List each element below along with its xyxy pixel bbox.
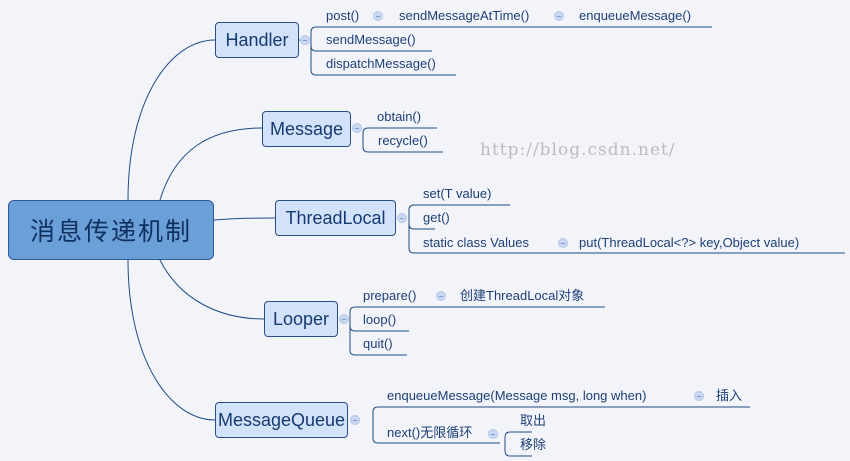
node-looper[interactable]: Looper — [264, 301, 338, 337]
collapse-icon[interactable] — [558, 238, 568, 248]
collapse-icon[interactable] — [339, 314, 349, 324]
leaf-loop[interactable]: loop() — [363, 312, 397, 327]
connector-handler — [127, 39, 216, 201]
node-message[interactable]: Message — [262, 111, 351, 147]
collapse-icon[interactable] — [350, 415, 360, 425]
collapse-icon[interactable] — [488, 429, 498, 439]
collapse-icon[interactable] — [554, 11, 564, 21]
leaf-set[interactable]: set(T value) — [423, 186, 492, 201]
leaf-obtain[interactable]: obtain() — [377, 109, 422, 124]
leaf-static-class-values[interactable]: static class Values — [423, 235, 529, 250]
leaf-create-threadlocal[interactable]: 创建ThreadLocal对象 — [460, 288, 585, 303]
leaf-sendmessage[interactable]: sendMessage() — [326, 32, 416, 47]
node-handler[interactable]: Handler — [215, 22, 299, 58]
leaf-put[interactable]: put(ThreadLocal<?> key,Object value) — [579, 235, 800, 250]
leaf-dispatchmessage[interactable]: dispatchMessage() — [326, 56, 436, 71]
leaf-remove[interactable]: 移除 — [520, 437, 547, 452]
root-node[interactable]: 消息传递机制 — [8, 200, 214, 260]
connector-message — [159, 127, 263, 201]
leaf-sendmessageattime[interactable]: sendMessageAtTime() — [399, 8, 530, 23]
leaf-insert[interactable]: 插入 — [716, 388, 743, 403]
collapse-icon[interactable] — [373, 11, 383, 21]
leaf-post[interactable]: post() — [326, 8, 360, 23]
collapse-icon[interactable] — [300, 35, 310, 45]
collapse-icon[interactable] — [436, 291, 446, 301]
leaf-next[interactable]: next()无限循环 — [387, 425, 473, 440]
leaf-prepare[interactable]: prepare() — [363, 288, 417, 303]
leaf-recycle[interactable]: recycle() — [378, 133, 428, 148]
collapse-icon[interactable] — [694, 391, 704, 401]
collapse-icon[interactable] — [352, 123, 362, 133]
node-threadlocal[interactable]: ThreadLocal — [275, 200, 396, 236]
leaf-enqueuemessage[interactable]: enqueueMessage() — [579, 8, 692, 23]
leaf-get[interactable]: get() — [423, 210, 450, 225]
collapse-icon[interactable] — [397, 213, 407, 223]
leaf-take-out[interactable]: 取出 — [520, 413, 547, 428]
connector-messagequeue — [127, 259, 216, 421]
node-messagequeue[interactable]: MessageQueue — [215, 402, 348, 438]
connector-looper — [159, 259, 265, 320]
leaf-quit[interactable]: quit() — [363, 336, 393, 351]
watermark: http://blog.csdn.net/ — [480, 140, 676, 160]
leaf-enqueuemessage-mq[interactable]: enqueueMessage(Message msg, long when) — [387, 388, 647, 403]
connector-threadlocal — [213, 217, 276, 221]
